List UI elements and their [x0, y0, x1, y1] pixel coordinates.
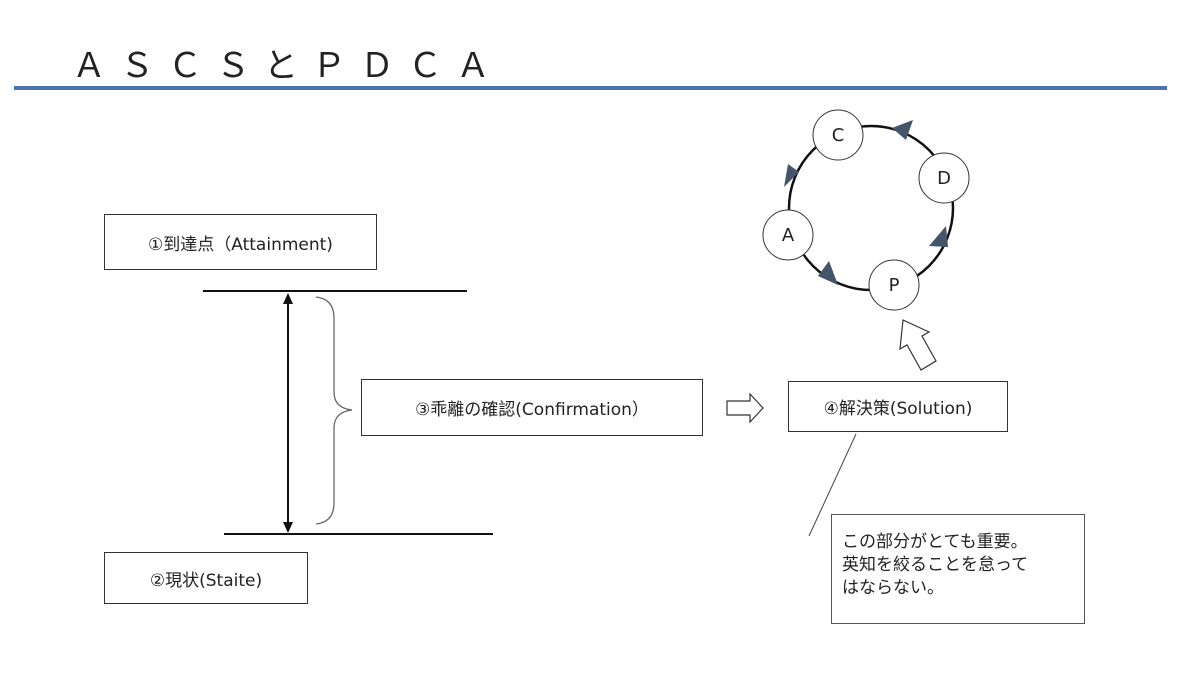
- cycle-arrowhead-c-a: [784, 164, 799, 187]
- cycle-arrowhead-d-c: [892, 120, 913, 140]
- cycle-node-a: A: [762, 209, 814, 261]
- hollow-right-arrow: [726, 392, 764, 424]
- title-underline: [14, 86, 1167, 90]
- pdca-cycle-ring: [787, 124, 955, 292]
- solution-box: ④解決策(Solution): [788, 381, 1008, 432]
- cycle-node-c-label: C: [832, 125, 845, 146]
- attainment-box: ①到達点（Attainment): [104, 214, 377, 270]
- callout-note-line: はならない。: [842, 578, 944, 598]
- callout-leader-line: [808, 433, 857, 537]
- callout-note-line: 英知を絞ることを怠って: [842, 555, 1029, 575]
- cycle-node-d: D: [918, 152, 970, 204]
- callout-note: この部分がとても重要。 英知を絞ることを怠って はならない。: [831, 514, 1085, 624]
- hollow-up-arrow: [899, 319, 937, 371]
- gap-double-arrow: [283, 293, 293, 533]
- cycle-node-a-label: A: [782, 225, 795, 246]
- callout-note-line: この部分がとても重要。: [842, 532, 1028, 552]
- page-title: ＡＳＣＳとＰＤＣＡ: [72, 46, 504, 86]
- gap-brace: [315, 296, 353, 525]
- cycle-arrowhead-a-p: [818, 261, 838, 285]
- cycle-node-c: C: [812, 109, 864, 161]
- cycle-node-p-label: P: [889, 275, 900, 296]
- cycle-arrowhead-p-d: [929, 226, 948, 247]
- confirmation-box: ③乖離の確認(Confirmation）: [361, 379, 703, 436]
- cycle-node-p: P: [868, 259, 920, 311]
- cycle-node-d-label: D: [937, 168, 951, 189]
- state-box: ②現状(Staite): [104, 552, 308, 604]
